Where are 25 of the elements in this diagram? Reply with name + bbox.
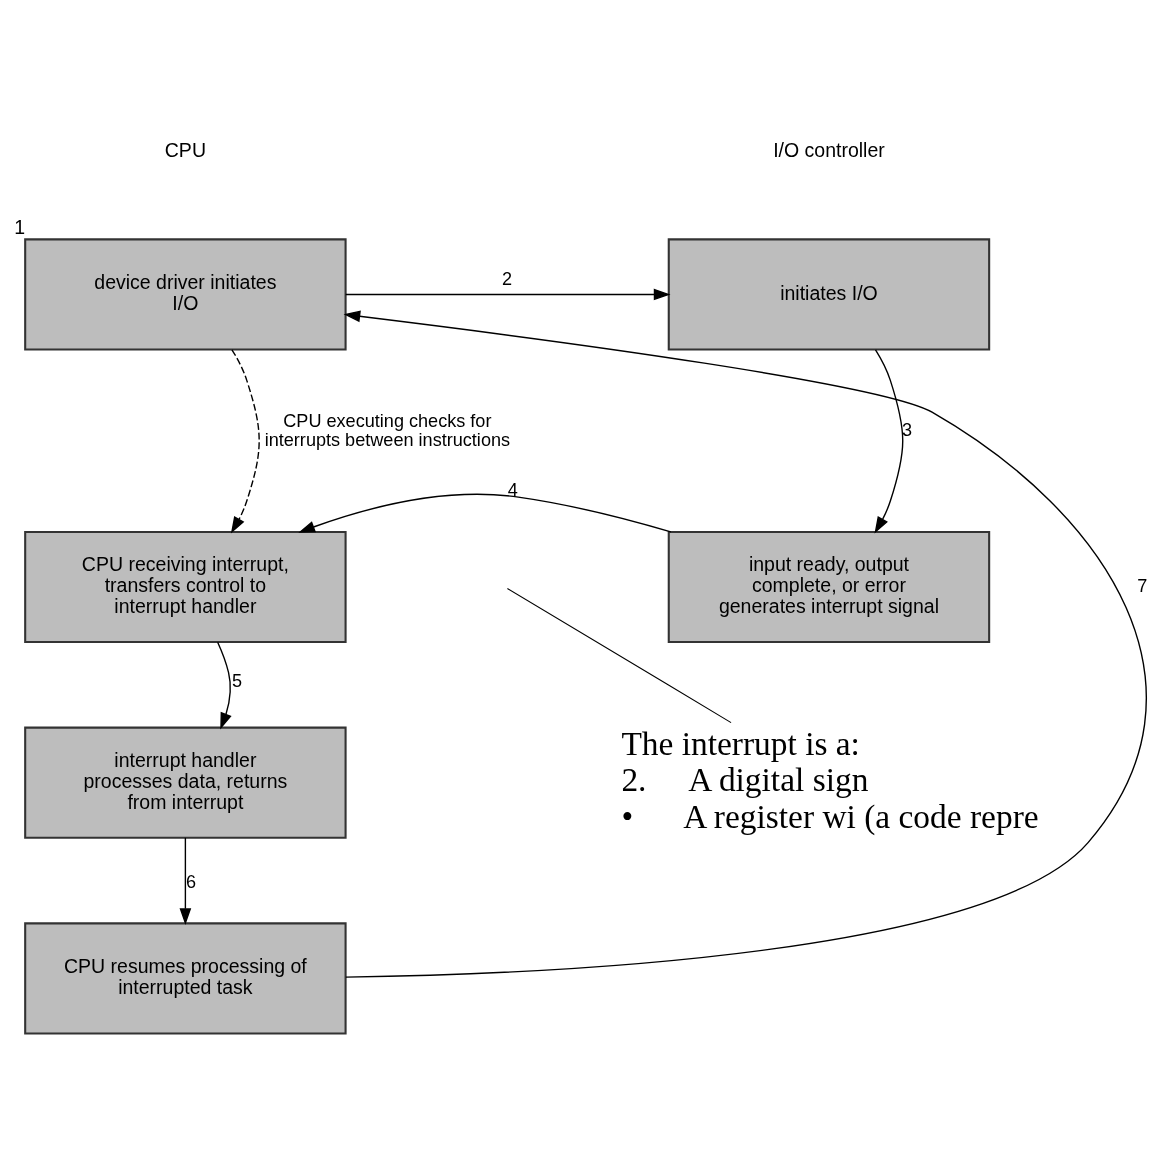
edge-label: 4	[507, 479, 518, 500]
edge-label: 5	[231, 670, 242, 691]
edge-label: 2	[502, 268, 513, 289]
edge-label: CPU executing checks for interrupts between instructions	[264, 410, 511, 450]
edge-label: 6	[185, 871, 196, 892]
edge-label: 7	[1137, 575, 1148, 596]
node-box: CPU receiving interrupt, transfers control to interrupt handler	[24, 530, 347, 643]
node-box: interrupt handler processes data, returns from interrupt	[24, 726, 347, 839]
node-box: CPU resumes processing of interrupted task	[24, 921, 347, 1034]
arrow	[343, 310, 1147, 978]
node-box: initiates I/O	[667, 237, 991, 350]
arrow	[345, 288, 671, 300]
connector	[506, 587, 732, 723]
node-box: device driver initiates I/O	[24, 237, 347, 350]
arrow	[230, 348, 260, 533]
node-text: The interrupt is a: 2. A digital sign • A register wi (a code repre	[621, 724, 1039, 835]
edge-label: 3	[901, 419, 913, 440]
arrow	[874, 348, 904, 533]
node-label: 1	[14, 215, 26, 238]
label: I/O controller	[773, 138, 885, 161]
node-box: input ready, output complete, or error generates interrupt signal	[667, 530, 991, 643]
label: CPU	[164, 138, 206, 161]
arrow	[216, 641, 232, 730]
arrow	[179, 836, 192, 925]
arrow	[298, 493, 672, 533]
